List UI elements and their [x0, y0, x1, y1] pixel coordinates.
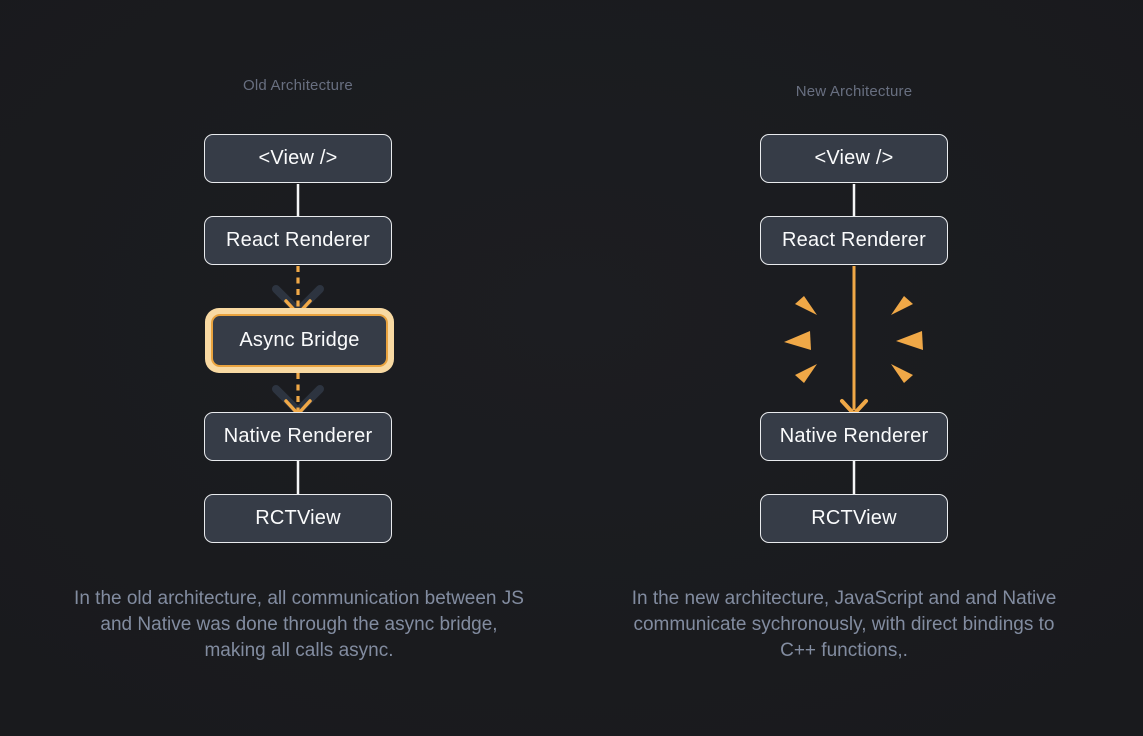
old-node-rctview: RCTView	[204, 494, 392, 543]
burst-marks-right	[891, 296, 923, 383]
burst-wedge	[795, 296, 817, 315]
new-node-react-renderer-label: React Renderer	[782, 229, 926, 251]
new-node-rctview: RCTView	[760, 494, 948, 543]
old-node-react-renderer-label: React Renderer	[226, 229, 370, 251]
old-node-native-renderer: Native Renderer	[204, 412, 392, 461]
new-node-view: <View />	[760, 134, 948, 183]
old-node-async-bridge: Async Bridge	[211, 314, 388, 367]
old-architecture-title: Old Architecture	[243, 77, 353, 94]
old-node-view: <View />	[204, 134, 392, 183]
burst-marks-left	[784, 296, 817, 383]
burst-wedge	[891, 296, 913, 315]
old-node-native-renderer-label: Native Renderer	[223, 425, 373, 447]
new-node-native-renderer-label: Native Renderer	[779, 425, 929, 447]
old-node-react-renderer: React Renderer	[204, 216, 392, 265]
old-node-rctview-label: RCTView	[255, 507, 341, 529]
new-node-view-label: <View />	[814, 147, 894, 169]
new-node-react-renderer: React Renderer	[760, 216, 948, 265]
old-node-async-bridge-highlight: Async Bridge	[205, 308, 394, 373]
new-node-native-renderer: Native Renderer	[760, 412, 948, 461]
old-architecture-caption: In the old architecture, all communicati…	[74, 588, 524, 661]
old-node-async-bridge-label: Async Bridge	[239, 329, 360, 351]
old-node-view-label: <View />	[258, 147, 338, 169]
new-architecture-title: New Architecture	[795, 83, 913, 100]
burst-wedge	[896, 331, 923, 350]
new-node-rctview-label: RCTView	[811, 507, 897, 529]
new-architecture-caption: In the new architecture, JavaScript and …	[631, 588, 1057, 661]
burst-wedge	[784, 331, 811, 350]
burst-wedge	[795, 364, 817, 383]
burst-wedge	[891, 364, 913, 383]
